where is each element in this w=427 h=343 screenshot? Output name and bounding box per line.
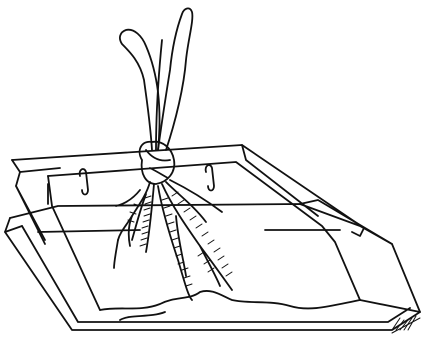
seed [140,142,175,184]
seedling-leaf-left [120,30,160,150]
seedling [114,8,232,300]
tray-shadow-hatching [392,316,420,333]
blotting-paper [48,162,360,320]
seedling-leaf-right [158,8,192,150]
tray [5,200,420,333]
paper-clip-right [206,165,214,190]
